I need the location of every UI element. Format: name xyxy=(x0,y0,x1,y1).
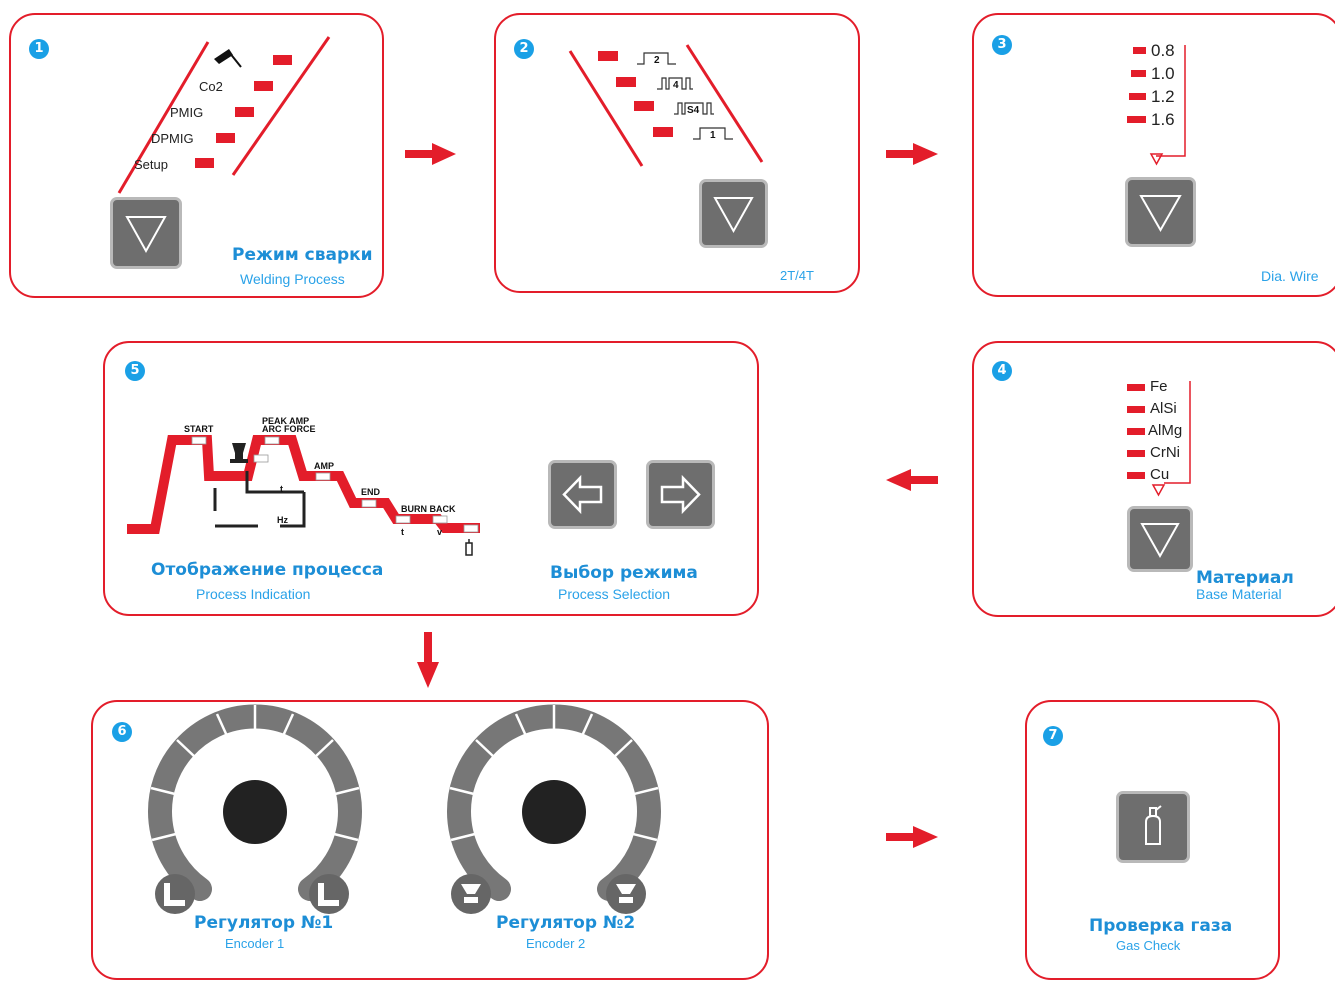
label-peak-amp: PEAK AMP xyxy=(262,416,310,426)
right-title-ru: Выбор режима xyxy=(550,563,698,583)
option-1-6: 1.6 xyxy=(1151,110,1175,129)
arrow-right-1 xyxy=(405,143,456,165)
mode-s4: S4 xyxy=(687,105,700,116)
arrow-left-1 xyxy=(886,469,938,491)
panel-encoders: 6 Р xyxy=(91,700,769,980)
process-curve-graphic xyxy=(127,435,480,556)
arrow-down-1 xyxy=(417,632,439,688)
label-start: START xyxy=(184,424,214,434)
option-almg: AlMg xyxy=(1148,422,1183,439)
wire-selector-graphic xyxy=(1127,45,1186,166)
option-1-0: 1.0 xyxy=(1151,64,1175,83)
label-t2: t xyxy=(401,527,404,537)
encoders-graphic xyxy=(93,702,771,914)
option-crni: CrNi xyxy=(1150,444,1180,461)
mode-lines-graphic xyxy=(568,44,764,167)
next-button[interactable] xyxy=(646,460,715,529)
encoder-1-title-en: Encoder 1 xyxy=(225,936,285,951)
label-arc-force: ARC FORCE xyxy=(262,424,316,434)
panel-gas-check: 7 Проверка газа Gas Check xyxy=(1025,700,1280,980)
encoder-1-title-ru: Регулятор №1 xyxy=(194,913,334,933)
step-number: 6 xyxy=(112,722,132,742)
panel-process: 5 START PEAK AMP ARC FORCE AMP END BU xyxy=(103,341,759,616)
option-cu: Cu xyxy=(1150,466,1170,483)
down-button[interactable] xyxy=(1127,506,1193,572)
panel-title-en: Dia. Wire xyxy=(1261,268,1319,284)
panel-wire-diameter: 3 0.8 1.0 1.2 1.6 Dia. Wire xyxy=(972,13,1335,297)
label-end: END xyxy=(361,487,381,497)
torch-icon-left xyxy=(451,874,491,914)
step-number: 3 xyxy=(992,35,1012,55)
torch-icon-right xyxy=(606,874,646,914)
mode-4t: 4 xyxy=(673,80,679,91)
panel-base-material: 4 Fe AlSi AlMg CrNi Cu Материал Base Mat… xyxy=(972,341,1335,617)
right-title-en: Process Selection xyxy=(558,586,671,602)
panel-welding-process: 1 Co2 PMIG DPMIG Setup Режим сварки Weld… xyxy=(9,13,384,298)
length-icon-left xyxy=(155,874,195,914)
process-lines-graphic xyxy=(117,36,331,194)
option-1-2: 1.2 xyxy=(1151,87,1175,106)
label-t1: t xyxy=(280,484,283,494)
encoder-2-title-ru: Регулятор №2 xyxy=(496,913,636,933)
encoder-1-dial xyxy=(151,705,359,889)
left-title-en: Process Indication xyxy=(196,586,311,602)
label-burn-back: BURN BACK xyxy=(401,504,456,514)
panel-title-ru: Материал xyxy=(1196,568,1294,588)
panel-title-ru: Режим сварки xyxy=(232,245,373,265)
step-number: 5 xyxy=(125,361,145,381)
down-button[interactable] xyxy=(699,179,768,248)
label-amp: AMP xyxy=(314,461,334,471)
option-alsi: AlSi xyxy=(1150,400,1177,417)
panel-title-en: Welding Process xyxy=(240,271,345,287)
torch-icon xyxy=(214,49,242,68)
arrow-right-2 xyxy=(886,143,938,165)
down-button[interactable] xyxy=(1125,177,1196,247)
encoder-2-title-en: Encoder 2 xyxy=(526,936,586,951)
panel-title-en: Gas Check xyxy=(1116,938,1181,953)
option-dpmig: DPMIG xyxy=(151,131,194,146)
gas-check-button[interactable] xyxy=(1116,791,1190,863)
panel-2t-4t: 2 2 4 S4 1 2T/4T xyxy=(494,13,860,293)
panel-title-en: Base Material xyxy=(1196,586,1282,602)
option-fe: Fe xyxy=(1150,378,1168,395)
mode-1: 1 xyxy=(710,130,716,141)
torch-tool-icon xyxy=(230,443,248,463)
left-title-ru: Отображение процесса xyxy=(151,560,384,580)
panel-title-ru: Проверка газа xyxy=(1089,916,1233,936)
prev-button[interactable] xyxy=(548,460,617,529)
length-icon-right xyxy=(309,874,349,914)
panel-title-en: 2T/4T xyxy=(780,268,814,283)
option-setup: Setup xyxy=(134,157,168,172)
label-v: v xyxy=(437,527,443,537)
label-hz: Hz xyxy=(277,515,288,525)
option-pmig: PMIG xyxy=(170,105,204,120)
step-number: 4 xyxy=(992,361,1012,381)
material-selector-graphic xyxy=(1127,381,1191,497)
triangle-down-icon xyxy=(125,216,167,254)
down-button[interactable] xyxy=(110,197,182,269)
step-number: 2 xyxy=(514,39,534,59)
arrow-right-3 xyxy=(886,826,938,848)
step-number: 7 xyxy=(1043,726,1063,746)
option-co2: Co2 xyxy=(199,79,223,94)
arrow-right-icon xyxy=(660,474,701,515)
triangle-down-icon xyxy=(1140,523,1180,559)
option-0-8: 0.8 xyxy=(1151,41,1175,60)
encoder-2-dial xyxy=(450,705,658,889)
gas-bottle-icon xyxy=(1145,805,1162,845)
gas-bottle-icon xyxy=(465,539,473,556)
triangle-down-icon xyxy=(1139,195,1182,233)
triangle-down-icon xyxy=(713,197,754,234)
step-number: 1 xyxy=(29,39,49,59)
arrow-left-icon xyxy=(562,474,603,515)
mode-2t: 2 xyxy=(654,55,660,66)
